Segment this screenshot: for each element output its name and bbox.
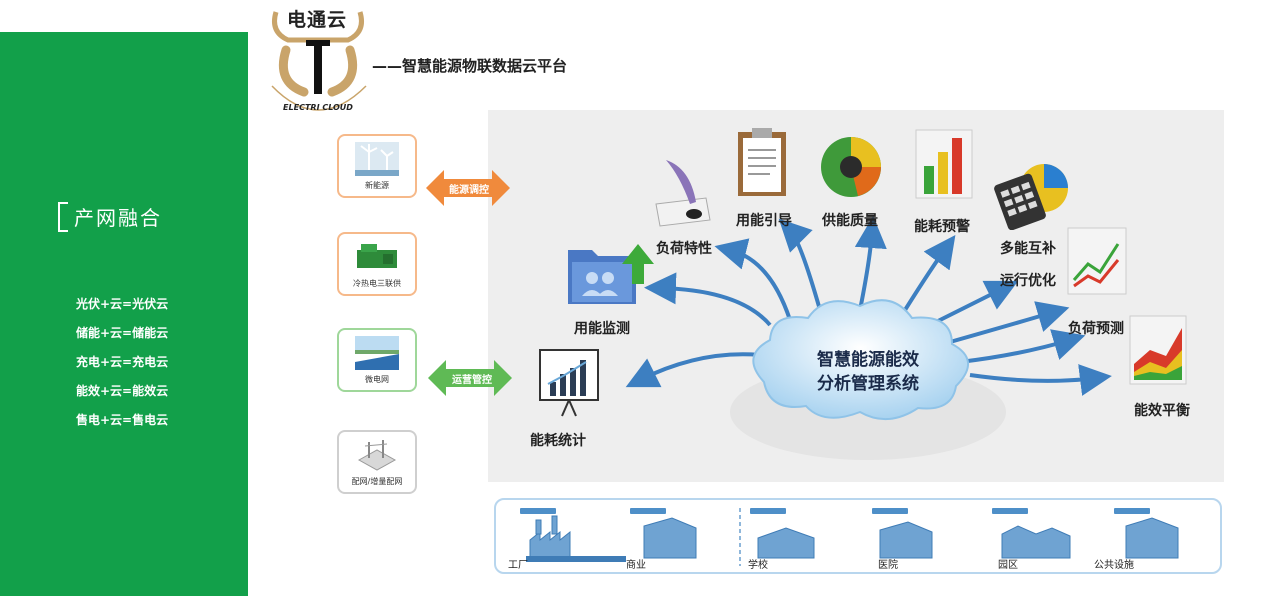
node-usage-monitor: 用能监测 <box>574 321 630 337</box>
node-consumption-stats: 能耗统计 <box>530 433 586 449</box>
operation-control-label: 运营管控 <box>452 375 492 386</box>
logo-text: 电通云 <box>287 9 348 31</box>
building-factory: 工厂 <box>508 560 528 571</box>
double-arrow-orange-icon <box>426 170 510 206</box>
presentation-chart-icon <box>539 349 599 417</box>
node-load-forecast: 负荷预测 <box>1068 321 1124 337</box>
building-hospital: 医院 <box>878 560 898 571</box>
sidebar-item: 储能+云=储能云 <box>76 326 169 340</box>
sidebar-title: 产网融合 <box>74 206 162 230</box>
bracket-decoration <box>58 202 68 232</box>
sidebar-item: 充电+云=充电云 <box>76 355 169 369</box>
source-label: 微电网 <box>365 375 389 384</box>
sidebar-item: 能效+云=能效云 <box>76 384 169 398</box>
solar-panel-icon <box>355 336 399 370</box>
logo-icon: ELECTRI CLOUD <box>271 11 367 112</box>
bar-chart-icon <box>915 129 973 199</box>
node-consumption-alert: 能耗预警 <box>914 219 970 235</box>
node-supply-quality: 供能质量 <box>822 213 878 229</box>
clipboard-icon <box>738 128 786 196</box>
buildings-illustration <box>520 508 1179 566</box>
cloud-shape <box>752 299 969 421</box>
wind-turbine-icon <box>355 142 399 176</box>
pie-donut-icon <box>821 137 881 197</box>
source-new-energy: 新能源 <box>337 134 417 198</box>
node-efficiency-balance: 能效平衡 <box>1134 403 1190 419</box>
tagline: ——智慧能源物联数据云平台 <box>372 57 568 75</box>
source-label: 配网/增量配网 <box>351 477 403 486</box>
building-commercial: 商业 <box>626 560 646 571</box>
sidebar-list: 光伏+云=光伏云 储能+云=储能云 充电+云=充电云 能效+云=能效云 售电+云… <box>76 290 168 435</box>
source-label: 冷热电三联供 <box>353 279 401 288</box>
quill-pen-icon <box>655 160 711 227</box>
buildings-strip: 工厂 商业 学校 医院 园区 公共设施 <box>494 498 1222 574</box>
line-chart-icon <box>1067 227 1127 295</box>
source-label: 新能源 <box>365 181 389 190</box>
calculator-icon <box>994 164 1068 230</box>
user-folder-icon <box>568 244 654 304</box>
generator-icon <box>357 244 397 268</box>
node-multi-energy: 多能互补 <box>1000 241 1056 257</box>
building-park: 园区 <box>998 560 1018 571</box>
source-microgrid: 微电网 <box>337 328 417 392</box>
logo-ring-text: ELECTRI CLOUD <box>283 103 353 112</box>
node-usage-guide: 用能引导 <box>736 213 792 229</box>
source-cchp: 冷热电三联供 <box>337 232 417 296</box>
center-line1: 智慧能源能效 <box>817 350 919 370</box>
double-arrow-green-icon <box>428 360 512 396</box>
building-school: 学校 <box>748 560 768 571</box>
center-line2: 分析管理系统 <box>817 374 919 394</box>
area-chart-icon <box>1129 315 1187 385</box>
sidebar-item: 售电+云=售电云 <box>76 413 169 427</box>
sidebar-item: 光伏+云=光伏云 <box>76 297 169 311</box>
sidebar-panel: 产网融合 光伏+云=光伏云 储能+云=储能云 充电+云=充电云 能效+云=能效云… <box>0 32 248 596</box>
energy-control-label: 能源调控 <box>449 185 489 196</box>
center-system-title: 智慧能源能效 分析管理系统 <box>798 348 938 396</box>
node-load-profile: 负荷特性 <box>656 241 712 257</box>
building-public: 公共设施 <box>1094 560 1134 571</box>
source-distribution-grid: 配网/增量配网 <box>337 430 417 494</box>
node-run-optimization: 运行优化 <box>1000 273 1056 289</box>
substation-icon <box>357 440 397 471</box>
